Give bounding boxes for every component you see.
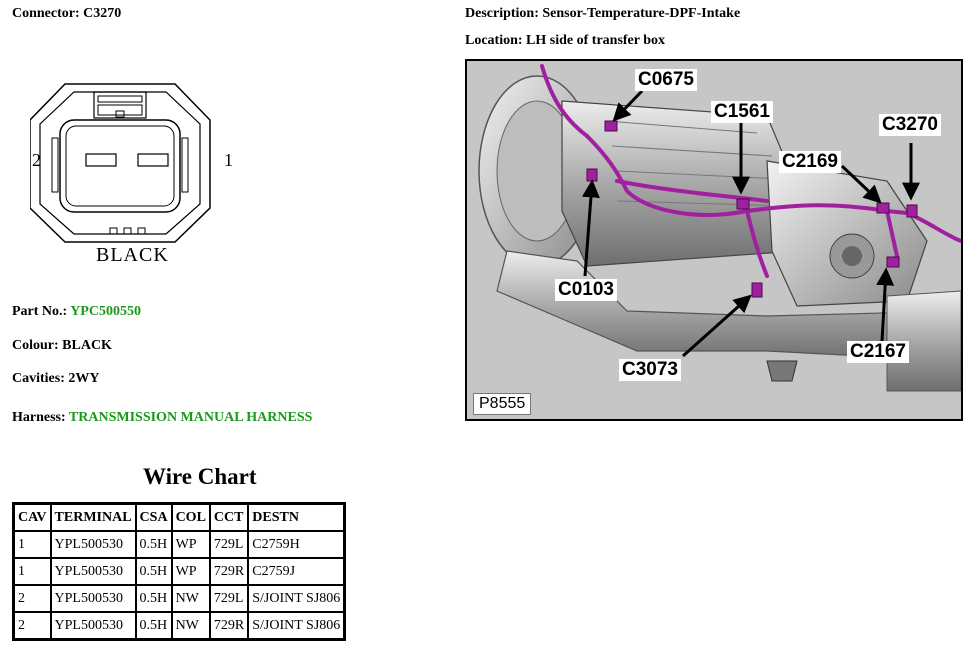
- location-photo: C0675 C1561 C3270 C2169 C0103 C3073 C216…: [465, 59, 963, 421]
- cavities-label: Cavities: 2WY: [12, 371, 100, 386]
- wire-chart-header-row: CAV TERMINAL CSA COL CCT DESTN: [12, 502, 346, 532]
- cell-destn: S/JOINT SJ806: [247, 611, 346, 641]
- connector-face-diagram: [30, 83, 211, 243]
- cell-destn: C2759J: [247, 557, 346, 586]
- pin-number-right: 1: [224, 150, 233, 170]
- cell-csa: 0.5H: [134, 611, 173, 641]
- cell-col: WP: [170, 530, 211, 559]
- callout-c3073: C3073: [619, 359, 681, 381]
- cell-cct: 729L: [208, 530, 250, 559]
- cell-cct: 729R: [208, 611, 250, 641]
- header-col: COL: [170, 502, 211, 532]
- cell-cav: 1: [12, 530, 52, 559]
- cell-terminal: YPL500530: [49, 584, 137, 613]
- part-number-value: YPC500550: [70, 304, 141, 319]
- harness-value: TRANSMISSION MANUAL HARNESS: [68, 410, 313, 425]
- cell-cct: 729R: [208, 557, 250, 586]
- connector-label: Connector: C3270: [12, 6, 122, 21]
- cell-csa: 0.5H: [134, 530, 173, 559]
- callout-c3270: C3270: [879, 114, 941, 136]
- cell-terminal: YPL500530: [49, 611, 137, 641]
- table-row: 2 YPL500530 0.5H NW 729L S/JOINT SJ806: [12, 584, 346, 613]
- callout-c1561: C1561: [711, 101, 773, 123]
- cell-cav: 2: [12, 611, 52, 641]
- part-number-row: Part No.: YPC500550: [12, 304, 141, 320]
- callout-c0103: C0103: [555, 279, 617, 301]
- figure-id: P8555: [473, 393, 532, 415]
- cell-col: NW: [170, 584, 211, 613]
- table-row: 1 YPL500530 0.5H WP 729R C2759J: [12, 557, 346, 586]
- callout-c0675: C0675: [635, 69, 697, 91]
- cell-col: NW: [170, 611, 211, 641]
- location-label: Location: LH side of transfer box: [465, 33, 666, 48]
- colour-label: Colour: BLACK: [12, 338, 112, 353]
- connector-colour-text: BLACK: [96, 244, 169, 266]
- header-cct: CCT: [208, 502, 250, 532]
- cell-terminal: YPL500530: [49, 557, 137, 586]
- header-csa: CSA: [134, 502, 173, 532]
- wire-chart-table: CAV TERMINAL CSA COL CCT DESTN 1 YPL5005…: [12, 502, 347, 641]
- callout-c2169: C2169: [779, 151, 841, 173]
- description-label: Description: Sensor-Temperature-DPF-Inta…: [465, 6, 741, 21]
- header-destn: DESTN: [247, 502, 346, 532]
- part-number-label: Part No.:: [12, 304, 68, 319]
- header-cav: CAV: [12, 502, 52, 532]
- cell-terminal: YPL500530: [49, 530, 137, 559]
- cell-destn: C2759H: [247, 530, 346, 559]
- transmission-illustration: [478, 64, 961, 392]
- header-terminal: TERMINAL: [49, 502, 137, 532]
- harness-row: Harness: TRANSMISSION MANUAL HARNESS: [12, 410, 312, 426]
- cell-csa: 0.5H: [134, 557, 173, 586]
- cell-col: WP: [170, 557, 211, 586]
- cell-cct: 729L: [208, 584, 250, 613]
- pin-number-left: 2: [32, 150, 41, 170]
- table-row: 1 YPL500530 0.5H WP 729L C2759H: [12, 530, 346, 559]
- cell-cav: 2: [12, 584, 52, 613]
- harness-label: Harness:: [12, 410, 66, 425]
- cell-destn: S/JOINT SJ806: [247, 584, 346, 613]
- wire-chart-title: Wire Chart: [143, 464, 257, 489]
- table-row: 2 YPL500530 0.5H NW 729R S/JOINT SJ806: [12, 611, 346, 641]
- callout-c2167: C2167: [847, 341, 909, 363]
- cell-cav: 1: [12, 557, 52, 586]
- cell-csa: 0.5H: [134, 584, 173, 613]
